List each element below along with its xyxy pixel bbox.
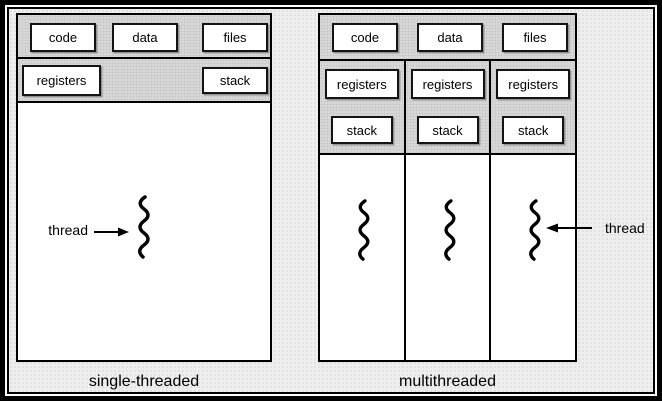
files-box: files — [502, 23, 568, 52]
thread-squiggle-icon — [357, 199, 370, 261]
files-box: files — [202, 23, 268, 52]
thread-state-band: registers stack — [320, 61, 404, 155]
multithreaded-caption: multithreaded — [399, 373, 496, 390]
data-box: data — [417, 23, 483, 52]
thread-column-1: registers stack — [318, 59, 406, 362]
thread-column-2: registers stack — [403, 59, 492, 362]
thread-state-band: registers stack — [405, 61, 490, 155]
multithreaded-process-panel: code data files registers stack register… — [318, 13, 578, 362]
thread-squiggle-icon — [443, 199, 455, 261]
process-resources-band: code data files — [318, 13, 577, 59]
arrow-left-icon — [546, 223, 592, 233]
process-resources-band: code data files — [18, 15, 270, 59]
registers-box: registers — [410, 69, 485, 99]
registers-box: registers — [496, 69, 571, 99]
thread-squiggle-icon — [529, 199, 541, 261]
stack-box: stack — [502, 116, 565, 144]
registers-box: registers — [22, 65, 101, 96]
code-box: code — [332, 23, 398, 52]
thread-label: thread — [605, 220, 645, 236]
single-threaded-process-panel: code data files registers stack thread — [16, 13, 272, 362]
stack-box: stack — [202, 67, 268, 94]
thread-squiggle-icon — [138, 195, 150, 259]
code-box: code — [30, 23, 96, 52]
stack-box: stack — [330, 116, 393, 144]
thread-state-band: registers stack — [18, 59, 270, 103]
thread-label: thread — [48, 222, 88, 238]
thread-columns: registers stack registers stack regist — [318, 59, 578, 362]
data-box: data — [112, 23, 178, 52]
single-threaded-caption: single-threaded — [88, 373, 200, 390]
thread-column-3: registers stack — [489, 59, 578, 362]
registers-box: registers — [324, 69, 399, 99]
arrow-right-icon — [94, 227, 129, 237]
stack-box: stack — [416, 116, 479, 144]
thread-state-band: registers stack — [491, 61, 576, 155]
